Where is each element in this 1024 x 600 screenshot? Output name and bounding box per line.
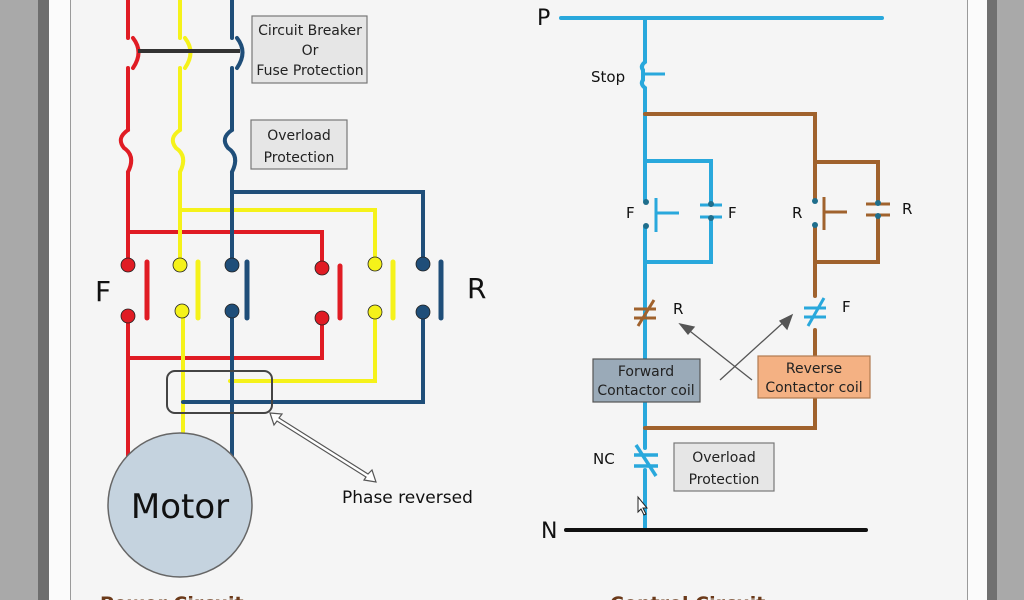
frame-left-border: [38, 0, 49, 600]
motor-label: Motor: [131, 487, 229, 527]
reverse-holding-label: R: [902, 200, 912, 218]
power-overload-line-2: Protection: [264, 150, 335, 166]
phase-reversed-arrow: [269, 412, 377, 483]
reverse-contactor-terminals: [314, 256, 431, 326]
reverse-contactor-label: R: [467, 272, 486, 305]
interlock-arrows: [678, 313, 794, 381]
phase-reversal-highlight: [166, 370, 273, 414]
forward-start-label: F: [626, 204, 635, 222]
power-overload-label-box: Overload Protection: [250, 119, 348, 170]
reverse-branch-line: [643, 112, 880, 430]
control-main-line: [639, 16, 713, 532]
motor-symbol: [107, 432, 253, 578]
forward-coil-line-1: Forward: [618, 364, 674, 380]
control-circuit: P Stop F F: [537, 6, 912, 600]
breaker-label-box: Circuit Breaker Or Fuse Protection: [251, 15, 368, 84]
neutral-label: N: [541, 519, 557, 544]
mouse-cursor-icon: [637, 495, 649, 516]
interlock-r-label: R: [673, 300, 683, 318]
phase-yellow-wire: [170, 0, 396, 438]
phase-blue-wire: [181, 0, 444, 458]
reverse-coil-line-2: Contactor coil: [765, 380, 862, 396]
supply-label: P: [537, 6, 550, 31]
interlock-r-contact: [634, 299, 656, 327]
control-overload-label-box: Overload Protection: [673, 442, 775, 492]
forward-coil-line-2: Contactor coil: [597, 383, 694, 399]
interlock-f-label: F: [842, 298, 851, 316]
reverse-contactor-coil: Reverse Contactor coil: [757, 355, 871, 399]
forward-contactor-terminals: [120, 257, 240, 324]
breaker-label-line-1: Circuit Breaker: [258, 23, 362, 39]
reverse-holding-contact: [866, 200, 890, 219]
forward-start-button[interactable]: [643, 198, 679, 232]
phase-reversed-label: Phase reversed: [342, 488, 473, 508]
reverse-start-button[interactable]: [812, 197, 847, 230]
power-circuit: Phase reversed Motor F R Circuit Breaker…: [95, 0, 486, 600]
interlock-f-contact: [804, 297, 826, 327]
power-circuit-title: Power Circuit: [100, 593, 244, 600]
frame-right-border: [987, 0, 997, 600]
control-overload-line-1: Overload: [692, 450, 756, 466]
forward-contactor-coil: Forward Contactor coil: [592, 358, 701, 403]
forward-holding-contact: [700, 201, 722, 221]
power-overload-line-1: Overload: [267, 128, 331, 144]
stop-label: Stop: [591, 68, 625, 86]
forward-holding-label: F: [728, 204, 737, 222]
control-overload-line-2: Protection: [689, 472, 760, 488]
forward-contactor-label: F: [95, 275, 111, 308]
reverse-coil-line-1: Reverse: [786, 361, 842, 377]
nc-label: NC: [593, 450, 615, 468]
breaker-label-line-3: Fuse Protection: [256, 63, 363, 79]
overload-nc-contact: [634, 444, 658, 477]
breaker-label-line-2: Or: [302, 43, 319, 59]
phase-red-wire: [118, 0, 343, 477]
reverse-start-label: R: [792, 204, 802, 222]
control-circuit-title: Control Circuit: [610, 593, 765, 600]
